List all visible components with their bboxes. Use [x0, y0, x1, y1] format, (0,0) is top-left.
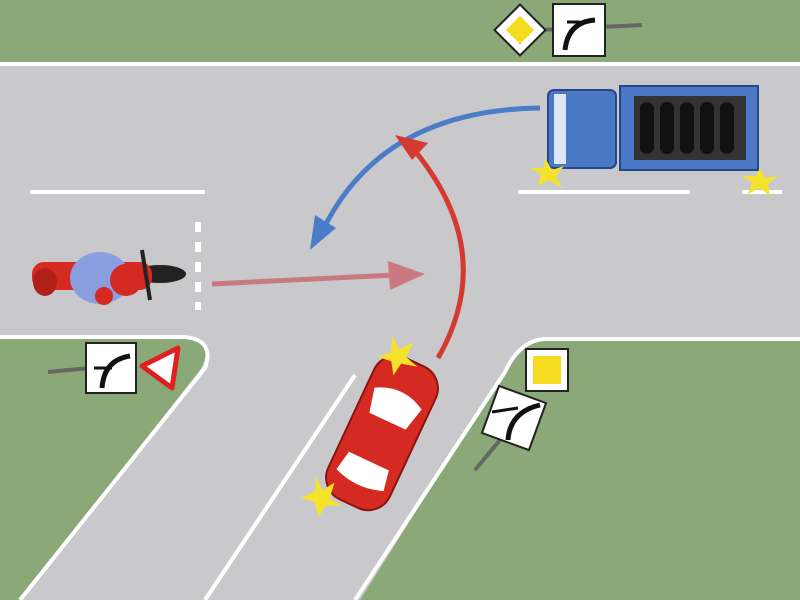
sign-post-right: [473, 348, 569, 472]
road-edge-bottom-right: [353, 337, 800, 600]
road-edge-bottom-left: [0, 335, 210, 600]
turn-signal-flash: [530, 158, 564, 188]
motorcycle-path: [211, 272, 396, 287]
sign-post-top: [493, 3, 643, 57]
truck-path-arrowhead: [310, 215, 336, 250]
turn-signal-flash: [377, 335, 418, 376]
main-road-direction-sign: [552, 3, 606, 57]
motorcycle: [32, 249, 186, 305]
car: [301, 335, 439, 518]
motorcycle-path-arrowhead: [388, 261, 425, 290]
yield-sign: [139, 345, 181, 391]
car-path-arrowhead: [395, 135, 428, 160]
turn-signal-flash: [301, 475, 342, 518]
side-road-lane-line: [203, 373, 357, 600]
car-path: [408, 143, 466, 360]
truck: [530, 85, 778, 196]
sign-post-left: [47, 342, 181, 394]
turn-signal-flash: [742, 168, 778, 196]
helmet: [110, 264, 142, 296]
